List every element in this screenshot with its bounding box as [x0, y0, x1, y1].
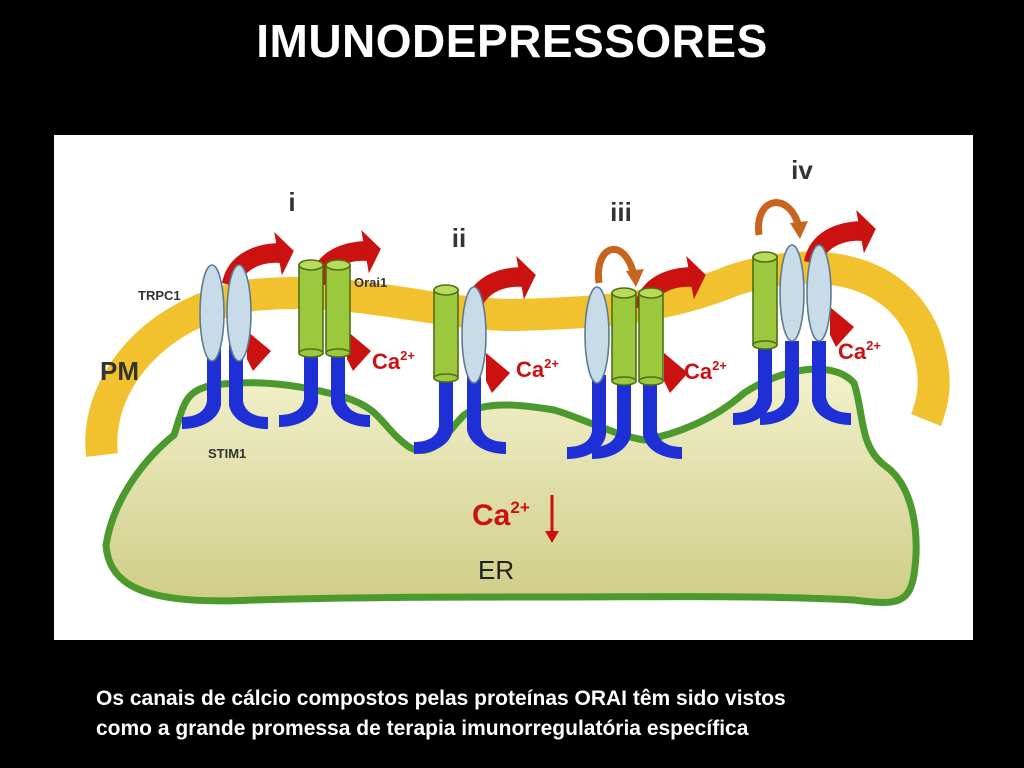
calcium-entry-arrow: [486, 353, 510, 393]
stage-label-iii: iii: [610, 197, 632, 227]
calcium-label: Ca2+: [516, 356, 559, 382]
orai1-channel: [638, 287, 664, 386]
caption-line: como a grande promessa de terapia imunor…: [96, 717, 749, 740]
calcium-symbol: Ca: [372, 349, 401, 374]
trpc1-channel: [199, 264, 225, 362]
calcium-label: Ca2+: [372, 348, 415, 374]
coupling-arrow: [755, 199, 803, 236]
orai1-channel: [298, 259, 324, 358]
slide-title: IMUNODEPRESSORES: [256, 15, 768, 67]
coupling-arrow-head: [790, 221, 808, 239]
calcium-charge: 2+: [400, 348, 415, 363]
store-operated-calcium-diagram: i ii iii iv TRPC1 Orai1 STIM1 PM ER Ca2+…: [85, 155, 950, 606]
calcium-charge: 2+: [866, 338, 881, 353]
trpc1-channel: [584, 286, 610, 384]
calcium-label: Ca2+: [838, 338, 881, 364]
orai1-label: Orai1: [354, 275, 387, 290]
slide-caption: Os canais de cálcio compostos pelas prot…: [96, 684, 976, 744]
trpc1-label: TRPC1: [138, 288, 181, 303]
stage-label-ii: ii: [452, 223, 466, 253]
calcium-charge: 2+: [712, 358, 727, 373]
calcium-symbol: Ca: [838, 339, 867, 364]
plasma-membrane: [85, 251, 950, 457]
trpc1-channel: [461, 286, 487, 384]
trpc1-channel: [226, 264, 252, 362]
orai1-channel: [433, 284, 459, 383]
coupling-arrow-head: [626, 269, 644, 287]
calcium-symbol: Ca: [684, 359, 713, 384]
trpc1-channel: [779, 244, 805, 342]
stage-label-iv: iv: [791, 155, 813, 185]
calcium-symbol: Ca: [472, 499, 511, 532]
stim1-label: STIM1: [208, 446, 246, 461]
figure-panel: i ii iii iv TRPC1 Orai1 STIM1 PM ER Ca2+…: [54, 135, 973, 640]
er-label: ER: [478, 555, 514, 585]
orai1-channel: [611, 287, 637, 386]
calcium-charge: 2+: [510, 498, 529, 517]
coupling-arrow: [594, 245, 638, 284]
calcium-charge: 2+: [544, 356, 559, 371]
er-calcium-label: Ca2+: [472, 498, 530, 532]
calcium-label: Ca2+: [684, 358, 727, 384]
trpc1-orai1-complex-iii: [567, 245, 710, 459]
orai1-trpc1-complex-iv: [733, 199, 880, 425]
trpc1-channel: [806, 244, 832, 342]
caption-line: Os canais de cálcio compostos pelas prot…: [96, 687, 786, 710]
orai1-channel: [325, 259, 351, 358]
er-calcium-arrow: [545, 495, 559, 543]
calcium-symbol: Ca: [516, 357, 545, 382]
calcium-entry-arrow: [247, 331, 271, 371]
pm-label: PM: [100, 356, 139, 386]
stage-label-i: i: [288, 187, 295, 217]
orai1-channel: [752, 251, 778, 350]
